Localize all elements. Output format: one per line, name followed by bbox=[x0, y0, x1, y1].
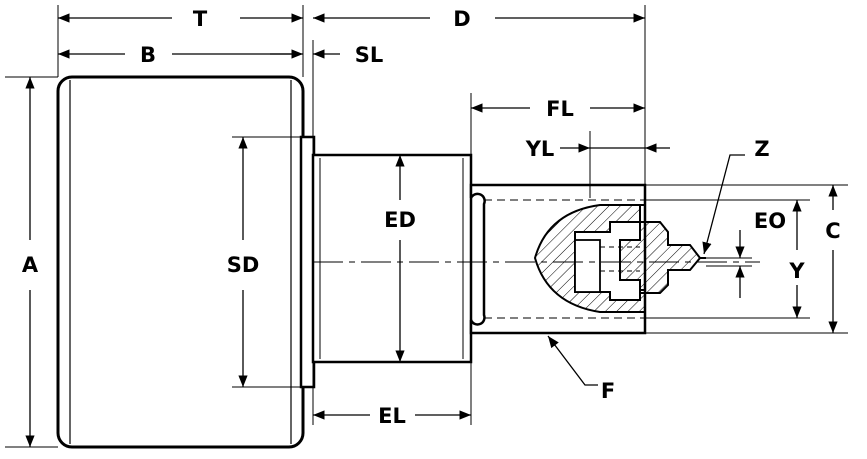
dimension-labels: T D B SL FL YL Z A SD ED EO C Y EL F bbox=[22, 7, 841, 428]
stud-body bbox=[311, 153, 473, 364]
grease-fitting-section bbox=[533, 204, 706, 313]
label-D: D bbox=[453, 7, 470, 31]
outer-roller bbox=[56, 75, 305, 449]
label-SL: SL bbox=[355, 43, 384, 67]
label-FL: FL bbox=[546, 97, 574, 121]
dimension-lines bbox=[25, 13, 838, 447]
label-EO: EO bbox=[754, 209, 786, 233]
label-C: C bbox=[825, 219, 840, 243]
label-T: T bbox=[193, 7, 208, 31]
label-Y: Y bbox=[788, 259, 805, 283]
label-SD: SD bbox=[227, 253, 260, 277]
label-ED: ED bbox=[384, 208, 416, 232]
label-F: F bbox=[601, 379, 615, 403]
label-YL: YL bbox=[525, 137, 555, 161]
label-B: B bbox=[140, 43, 156, 67]
label-EL: EL bbox=[378, 404, 406, 428]
label-A: A bbox=[22, 253, 39, 277]
label-Z: Z bbox=[754, 137, 769, 161]
